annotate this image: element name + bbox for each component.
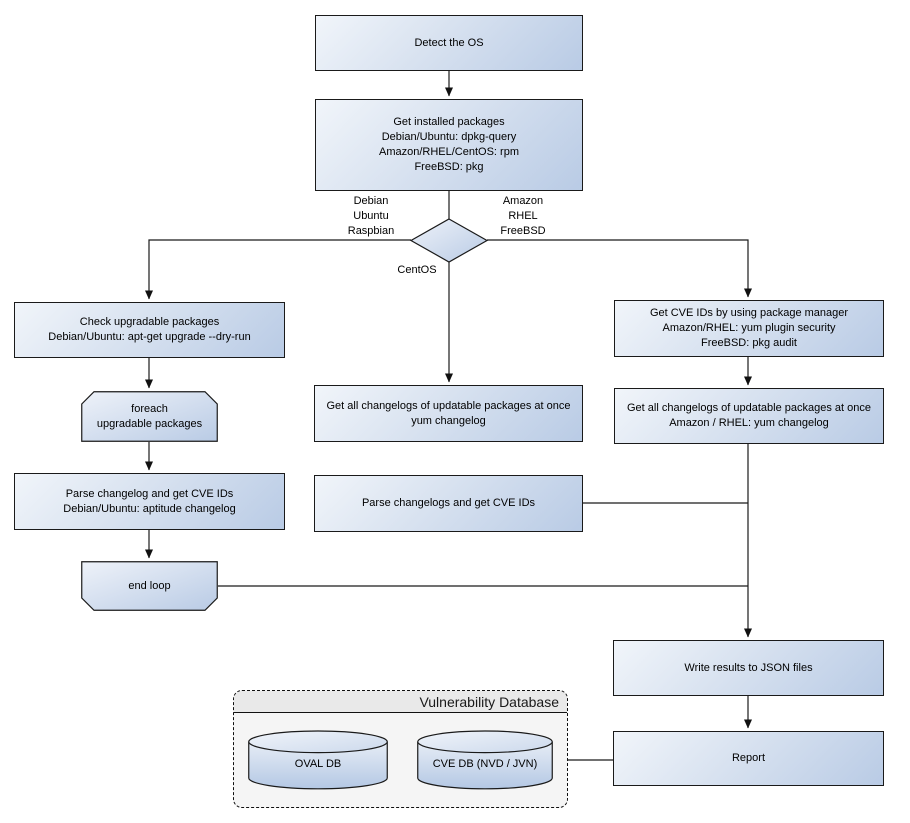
node-report: Report	[613, 731, 884, 786]
node-label: Parse changelog and get CVE IDs Debian/U…	[63, 487, 236, 515]
edge-label-centos-branch: CentOS	[397, 264, 437, 276]
cylinder-oval-db: OVAL DB	[248, 730, 388, 790]
node-label: Get installed packages Debian/Ubuntu: dp…	[379, 116, 519, 173]
loop-end-shape	[81, 561, 218, 611]
node-detect-os: Detect the OS	[315, 15, 583, 71]
node-get-changelogs-amazon-rhel: Get all changelogs of updatable packages…	[614, 388, 884, 444]
node-label: Detect the OS	[414, 36, 484, 49]
node-check-upgradable-packages: Check upgradable packages Debian/Ubuntu:…	[14, 302, 285, 358]
node-label: Check upgradable packages Debian/Ubuntu:…	[48, 316, 251, 343]
node-label: Get all changelogs of updatable packages…	[326, 399, 571, 427]
node-label: Parse changelogs and get CVE IDs	[361, 497, 536, 510]
node-get-cve-ids-package-manager: Get CVE IDs by using package manager Ama…	[614, 300, 884, 357]
cylinder-label: OVAL DB	[294, 758, 342, 771]
node-label: end loop	[128, 579, 171, 592]
node-foreach-upgradable-packages: foreach upgradable packages	[81, 391, 218, 442]
cylinder-cve-db: CVE DB (NVD / JVN)	[417, 730, 553, 790]
vulnerability-database-header: Vulnerability Database	[234, 691, 567, 713]
node-label: foreach upgradable packages	[96, 402, 203, 430]
edge-label-amazon-branch: Amazon RHEL FreeBSD	[500, 195, 546, 237]
vulnerability-database-title: Vulnerability Database	[419, 693, 559, 710]
loop-start-shape	[81, 391, 218, 442]
node-label: Write results to JSON files	[684, 661, 813, 674]
node-label: Get all changelogs of updatable packages…	[626, 402, 871, 429]
node-get-changelogs-yum: Get all changelogs of updatable packages…	[314, 385, 583, 442]
database-cylinder-icon	[417, 730, 553, 790]
node-get-installed-packages: Get installed packages Debian/Ubuntu: dp…	[315, 99, 583, 191]
database-cylinder-icon	[248, 730, 388, 790]
edge-label-debian-branch: Debian Ubuntu Raspbian	[347, 195, 395, 237]
node-write-results-json: Write results to JSON files	[613, 640, 884, 696]
node-parse-changelogs-get-cve-ids: Parse changelogs and get CVE IDs	[314, 475, 583, 532]
node-parse-changelog-get-cve-ids: Parse changelog and get CVE IDs Debian/U…	[14, 473, 285, 530]
cylinder-label: CVE DB (NVD / JVN)	[432, 758, 538, 771]
node-end-loop: end loop	[81, 561, 218, 611]
node-label: Get CVE IDs by using package manager Ama…	[649, 307, 849, 349]
node-os-decision-diamond	[409, 218, 489, 263]
node-label: Report	[731, 752, 766, 765]
